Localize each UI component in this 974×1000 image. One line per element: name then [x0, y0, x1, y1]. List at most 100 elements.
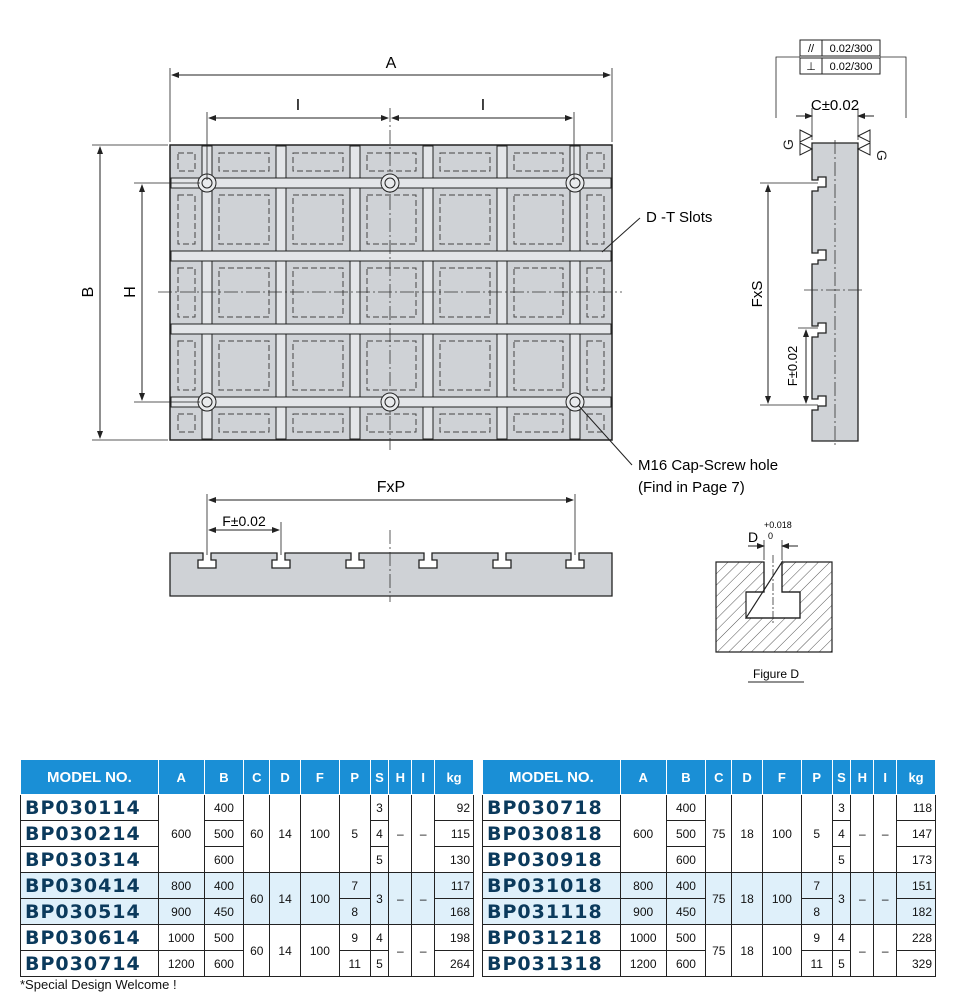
cell-kg: 168 — [434, 898, 474, 925]
table-header-row: MODEL NO. A B C D F P S H I kg — [482, 759, 936, 795]
cell-b: 600 — [203, 846, 245, 873]
t-slot-vertical — [422, 145, 434, 440]
header-b: B — [665, 759, 707, 795]
pocket — [586, 194, 605, 245]
cell-d: 14 — [269, 794, 301, 873]
cap-screw-hole — [380, 173, 400, 193]
cap-screw-hole-inner — [569, 177, 581, 189]
pocket — [177, 194, 196, 245]
table-row: BP030714 1200 600 11 5 264 — [20, 950, 474, 977]
dim-h-label: H — [122, 286, 139, 298]
dimension-c: C±0.02 — [775, 56, 907, 140]
cell-a: 800 — [157, 872, 205, 899]
pocket — [366, 152, 417, 172]
header-kg: kg — [434, 759, 474, 795]
spec-table-left: MODEL NO. A B C D F P S H I kg BP030114 … — [20, 759, 474, 977]
table-row: BP030614 1000 500 60 14 100 9 4 – – 198 — [20, 924, 474, 977]
cell-s: 5 — [831, 950, 852, 977]
figure-d: D +0.018 0 Figure D — [715, 520, 833, 683]
table-row: BP031218 1000 500 75 18 100 9 4 – – 228 — [482, 924, 936, 977]
cell-a: 1200 — [157, 950, 205, 977]
cell-kg: 115 — [434, 820, 474, 847]
dim-c-label: C±0.02 — [811, 97, 859, 114]
cell-b: 500 — [203, 820, 245, 847]
cell-p: 11 — [338, 950, 371, 977]
cell-h: – — [388, 872, 413, 925]
pocket — [513, 194, 564, 245]
model-cell: BP030918 — [482, 846, 621, 873]
model-cell: BP030114 — [20, 794, 159, 821]
dimension-b: B — [80, 144, 168, 441]
cell-h: – — [388, 924, 413, 977]
pocket — [292, 413, 344, 433]
cap-screw-hole-inner — [384, 177, 396, 189]
dim-fxs-label: FxS — [749, 281, 766, 308]
model-cell: BP031218 — [482, 924, 621, 951]
dim-fxp-label: FxP — [377, 479, 405, 496]
table-header-row: MODEL NO. A B C D F P S H I kg — [20, 759, 474, 795]
cap-screw-hole — [380, 392, 400, 412]
header-model: MODEL NO. — [482, 759, 621, 795]
cell-i: – — [873, 794, 898, 873]
header-p: P — [338, 759, 371, 795]
cell-d: 14 — [269, 924, 301, 977]
screw-label-line2: (Find in Page 7) — [638, 479, 745, 496]
table-row: BP030214 500 4 115 — [20, 820, 474, 847]
cell-p: 8 — [338, 898, 371, 925]
cell-h: – — [850, 872, 875, 925]
table-row: BP030414 800 400 60 14 100 7 3 – – 117 — [20, 872, 474, 925]
cell-a: 600 — [157, 794, 205, 873]
plate-side-view — [804, 140, 864, 448]
pocket — [218, 340, 270, 391]
pocket — [218, 413, 270, 433]
screw-label-line1: M16 Cap-Screw hole — [638, 457, 778, 474]
cell-c: 75 — [705, 924, 733, 977]
cap-screw-hole-inner — [384, 396, 396, 408]
cell-b: 600 — [665, 846, 707, 873]
cell-p: 8 — [800, 898, 833, 925]
dimension-i: I I — [206, 97, 575, 180]
cell-h: – — [850, 794, 875, 873]
cell-b: 450 — [665, 898, 707, 925]
figure-d-caption: Figure D — [753, 667, 799, 681]
t-slot-horizontal — [170, 250, 612, 262]
table-row: BP031018 800 400 75 18 100 7 3 – – 151 — [482, 872, 936, 925]
cell-a: 1000 — [157, 924, 205, 951]
cell-a: 900 — [157, 898, 205, 925]
t-slot-vertical — [349, 145, 361, 440]
pocket — [366, 267, 417, 318]
header-f: F — [300, 759, 340, 795]
model-cell: BP030614 — [20, 924, 159, 951]
cell-b: 500 — [203, 924, 245, 951]
technical-drawing: A I I B H D -T Slots M16 Cap-Screw hole … — [80, 39, 907, 683]
model-cell: BP030714 — [20, 950, 159, 977]
pocket — [439, 267, 491, 318]
g-left-label: G — [780, 139, 796, 150]
cell-i: – — [411, 872, 436, 925]
pocket — [366, 340, 417, 391]
model-cell: BP030214 — [20, 820, 159, 847]
cell-f: 100 — [762, 794, 802, 873]
g-right-label: G — [874, 150, 890, 161]
pocket — [513, 413, 564, 433]
figure-d-tol-upper: +0.018 — [764, 520, 792, 530]
header-f: F — [762, 759, 802, 795]
cell-f: 100 — [762, 872, 802, 925]
dim-i-right-label: I — [481, 97, 485, 114]
cell-kg: 147 — [896, 820, 936, 847]
header-h: H — [850, 759, 875, 795]
pocket — [177, 340, 196, 391]
table-row: BP030314 600 5 130 — [20, 846, 474, 873]
model-cell: BP030718 — [482, 794, 621, 821]
model-cell: BP030818 — [482, 820, 621, 847]
pocket — [218, 267, 270, 318]
pocket — [439, 152, 491, 172]
t-slots-label: D -T Slots — [646, 209, 712, 226]
figure-d-dim: D — [748, 529, 758, 545]
model-cell: BP030314 — [20, 846, 159, 873]
parallel-symbol: // — [808, 43, 815, 55]
model-cell: BP031118 — [482, 898, 621, 925]
cap-screw-hole-inner — [201, 396, 213, 408]
cell-kg: 264 — [434, 950, 474, 977]
pocket — [177, 267, 196, 318]
